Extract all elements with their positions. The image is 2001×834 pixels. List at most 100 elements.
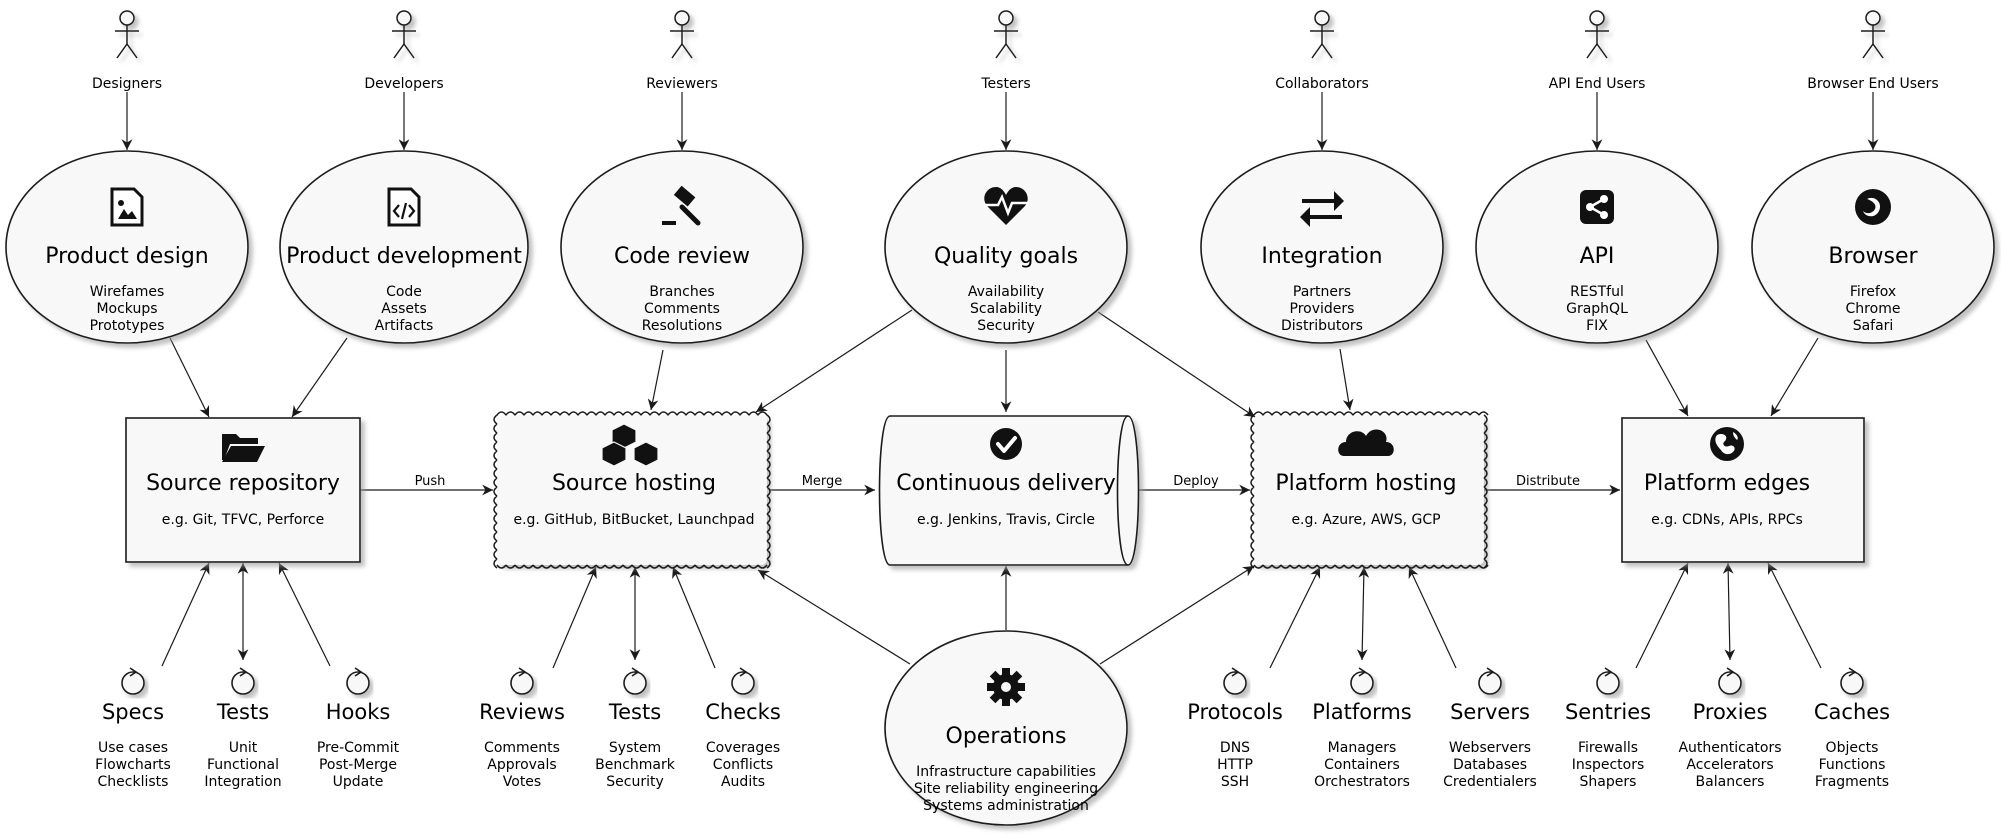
control-line: System: [609, 740, 661, 756]
usecase-line: Scalability: [970, 301, 1042, 317]
actor-api-end-users: API End Users: [1549, 10, 1646, 92]
usecase-title: Browser: [1828, 244, 1918, 269]
actor-reviewers: Reviewers: [646, 10, 718, 92]
cubes-icon: [601, 423, 659, 467]
control-title: Protocols: [1187, 700, 1283, 724]
actor-figure-icon: [670, 10, 694, 59]
control-line: Authenticators: [1678, 740, 1781, 756]
control-line: Unit: [229, 740, 258, 756]
folder-open-icon: [222, 434, 265, 462]
edge-development-repo: [291, 337, 348, 418]
control-line: Pre-Commit: [317, 740, 400, 756]
control-title: Hooks: [326, 700, 391, 724]
actor-label: Developers: [364, 76, 443, 92]
usecase-line: Resolutions: [642, 318, 722, 334]
node-platform-edges: Platform edges e.g. CDNs, APIs, RPCs: [1621, 417, 1865, 563]
usecase-line: Comments: [644, 301, 720, 317]
edge-ops-hosting: [757, 569, 911, 665]
usecase-line: Wirefames: [90, 284, 165, 300]
node-subtitle: e.g. Jenkins, Travis, Circle: [917, 512, 1095, 528]
control-line: Functions: [1819, 757, 1886, 773]
control-line: Security: [606, 774, 664, 790]
usecase-title: API: [1580, 244, 1615, 269]
usecase-line: Providers: [1290, 301, 1355, 317]
actor-figure-icon: [392, 10, 416, 59]
control-line: Credentialers: [1443, 774, 1537, 790]
control-title: Specs: [102, 700, 164, 724]
distribute-label: Distribute: [1516, 474, 1580, 489]
control-line: Coverages: [706, 740, 780, 756]
actor-testers: Testers: [980, 10, 1031, 92]
control-title: Tests: [608, 700, 661, 724]
usecase-title: Code review: [614, 244, 750, 269]
actor-label: Browser End Users: [1807, 76, 1938, 92]
merge-label: Merge: [802, 474, 843, 489]
usecase-line: FIX: [1586, 318, 1608, 334]
control-title: Platforms: [1312, 700, 1412, 724]
control-icon: [121, 667, 145, 695]
node-subtitle: e.g. Azure, AWS, GCP: [1291, 512, 1440, 528]
node-title: Platform edges: [1644, 471, 1810, 496]
control-line: Orchestrators: [1314, 774, 1410, 790]
edge-platforms-platform: [1356, 566, 1370, 661]
control-icon: [1596, 667, 1620, 695]
actor-label: API End Users: [1549, 76, 1646, 92]
exchange-icon: [1300, 191, 1344, 227]
actor-designers: Designers: [92, 10, 162, 92]
node-title: Continuous delivery: [896, 471, 1116, 496]
deploy-label: Deploy: [1173, 474, 1219, 489]
usecase-line: Branches: [649, 284, 714, 300]
usecase-line: Infrastructure capabilities: [916, 764, 1096, 780]
edge-hooks-repo: [278, 562, 331, 667]
heartbeat-icon: [984, 187, 1028, 225]
usecase-title: Quality goals: [934, 244, 1078, 269]
actor-collaborators: Collaborators: [1275, 10, 1369, 92]
usecase-line: Mockups: [96, 301, 157, 317]
control-line: Accelerators: [1686, 757, 1773, 773]
usecase-line: RESTful: [1570, 284, 1624, 300]
node-source-repository: Source repository e.g. Git, TFVC, Perfor…: [125, 417, 361, 563]
control-line: HTTP: [1217, 757, 1253, 773]
firefox-icon: [1855, 189, 1891, 225]
actor-figure-icon: [1861, 10, 1885, 59]
control-line: Approvals: [487, 757, 556, 773]
node-subtitle: e.g. Git, TFVC, Perforce: [162, 512, 324, 528]
control-icon: [231, 667, 255, 695]
node-platform-hosting: Platform hosting e.g. Azure, AWS, GCP: [1250, 411, 1489, 569]
push-label: Push: [415, 474, 446, 489]
control-title: Caches: [1814, 700, 1890, 724]
control-line: DNS: [1220, 740, 1250, 756]
node-subtitle: e.g. CDNs, APIs, RPCs: [1651, 512, 1803, 528]
usecase-line: Safari: [1853, 318, 1894, 334]
edge-design-repo: [169, 337, 210, 418]
control-icon: [510, 667, 534, 695]
control-title: Tests: [216, 700, 269, 724]
control-icon: [1223, 667, 1247, 695]
code-file-icon: [387, 187, 421, 227]
usecase-line: Security: [977, 318, 1035, 334]
control-line: Databases: [1453, 757, 1527, 773]
usecase-title: Product design: [45, 244, 209, 269]
control-line: Objects: [1826, 740, 1879, 756]
edge-servers-platform: [1408, 566, 1457, 669]
control-proxies: ProxiesAuthenticatorsAcceleratorsBalance…: [1678, 667, 1782, 790]
control-line: Checklists: [98, 774, 169, 790]
edge-browser-edges: [1770, 337, 1819, 417]
control-title: Proxies: [1693, 700, 1768, 724]
control-icon: [346, 667, 370, 695]
edges: [121, 92, 1879, 669]
usecase-line: Code: [386, 284, 422, 300]
control-icon: [731, 667, 755, 695]
